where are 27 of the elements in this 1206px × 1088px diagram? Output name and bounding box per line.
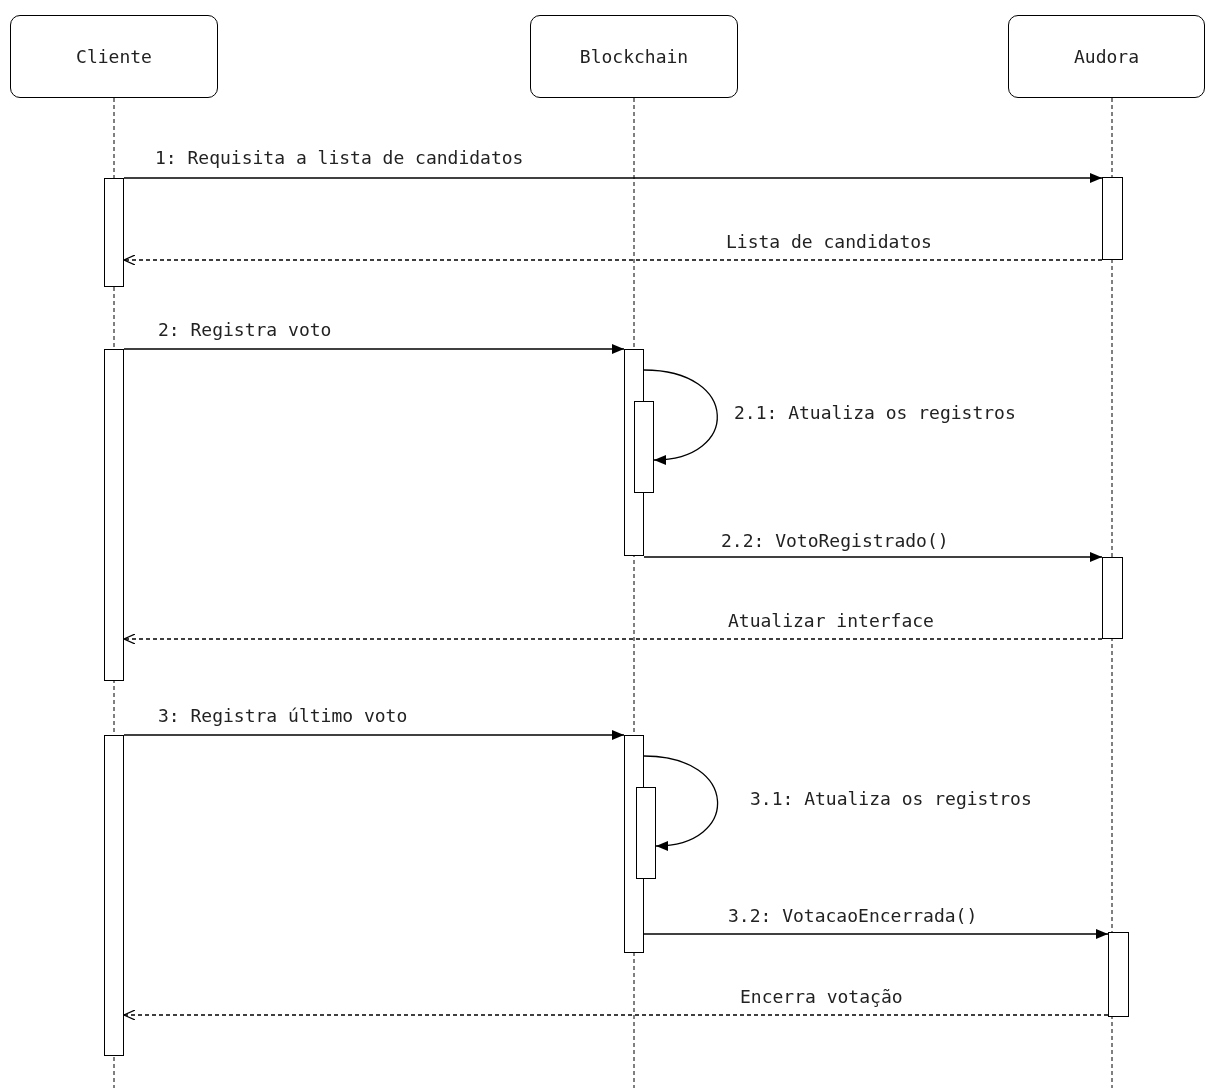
activation-bar [104,349,124,681]
self-message-arrow [643,369,718,464]
participant-name: Blockchain [579,46,689,67]
message-label: 2: Registra voto [156,319,334,341]
message-arrow [643,929,1109,939]
message-arrow [123,344,625,354]
message-label: Encerra votação [738,986,905,1008]
participant-box [530,15,738,98]
return-arrow [123,633,1103,645]
participant-box [1008,15,1205,98]
activation-bar [634,401,654,493]
activation-bar [1102,557,1123,639]
participant-name: Cliente [76,46,152,67]
message-arrow [643,552,1103,562]
activation-bar [104,735,124,1056]
self-message-arrow [643,755,719,850]
activation-bar [104,178,124,287]
message-arrow [123,730,625,740]
activation-bar [1108,932,1129,1017]
message-label: 3: Registra último voto [156,705,410,727]
return-arrow [123,254,1103,266]
message-arrow [123,173,1103,183]
activation-bar [636,787,656,879]
participant-name: Audora [1074,46,1139,67]
activation-bar [1102,177,1123,260]
participant-box [10,15,218,98]
return-arrow [123,1009,1109,1021]
